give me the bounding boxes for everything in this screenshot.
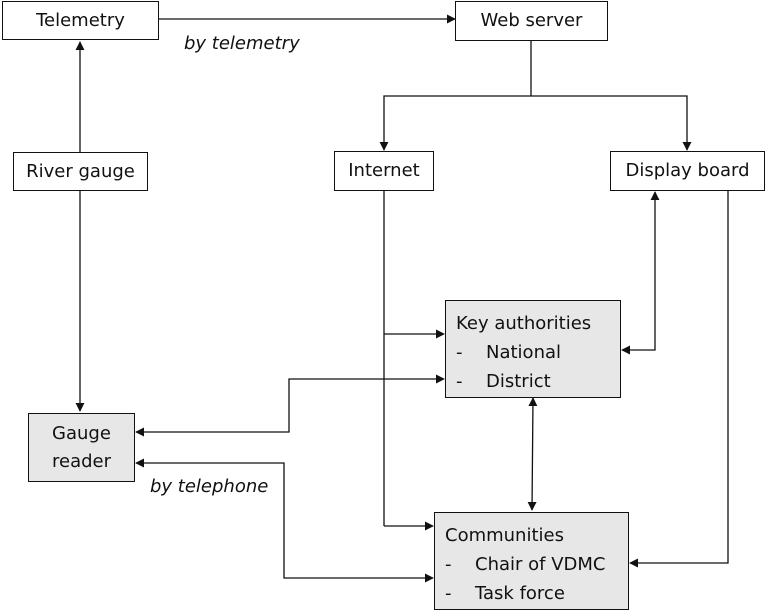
gauge-reader-line: Gauge — [52, 422, 111, 444]
key-authorities-title: Key authorities — [456, 313, 592, 334]
node-key-authorities: Key authorities -National -District — [445, 300, 621, 398]
edge-display-board-key-authorities — [621, 191, 660, 355]
edge-label-by-telemetry: by telemetry — [184, 33, 300, 54]
key-authorities-item: -National — [456, 342, 562, 363]
node-gauge-reader: Gauge reader — [28, 413, 135, 482]
edge-label-by-telephone: by telephone — [150, 476, 269, 497]
node-river-gauge-label: River gauge — [26, 160, 135, 182]
key-authorities-item: -District — [456, 371, 551, 392]
node-display-board: Display board — [610, 151, 765, 191]
node-communities: Communities -Chair of VDMC -Task force — [434, 512, 629, 610]
edge-key-authorities-communities — [527, 397, 538, 511]
node-web-server: Web server — [455, 1, 608, 41]
gauge-reader-line: reader — [51, 450, 111, 472]
edge-web-server-to-internet — [379, 95, 531, 151]
node-telemetry-label: Telemetry — [36, 9, 125, 31]
node-web-server-label: Web server — [480, 10, 583, 31]
edge-gauge-reader-communities — [135, 458, 434, 583]
communities-item: -Task force — [445, 583, 565, 604]
node-river-gauge: River gauge — [13, 152, 148, 191]
communities-title: Communities — [445, 525, 564, 546]
communities-item: -Chair of VDMC — [445, 554, 606, 575]
node-display-board-label: Display board — [625, 160, 750, 181]
edge-key-authorities-gauge-reader — [135, 374, 445, 437]
edge-web-server-to-display-board — [531, 95, 692, 151]
edge-display-board-to-communities — [629, 190, 729, 568]
node-internet-label: Internet — [348, 160, 420, 181]
node-telemetry: Telemetry — [2, 1, 159, 40]
node-internet: Internet — [334, 151, 434, 191]
